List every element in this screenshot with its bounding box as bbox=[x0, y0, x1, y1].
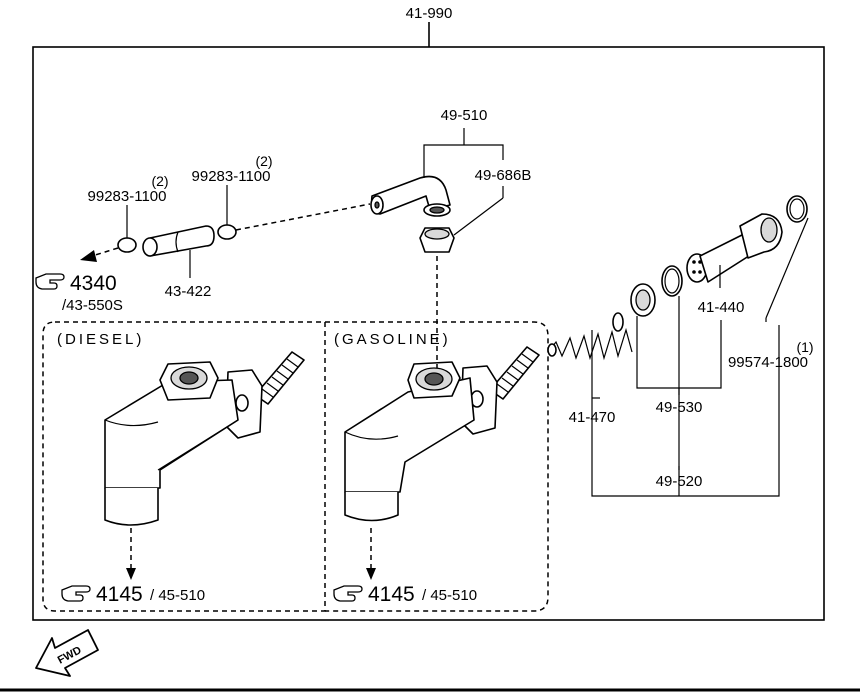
diesel-ref-sub: / 45-510 bbox=[150, 587, 205, 604]
hose-direction-arrow bbox=[80, 250, 97, 262]
assembly-number: 41-990 bbox=[406, 5, 453, 22]
label-49-520: 49-520 bbox=[656, 473, 703, 490]
gasoline-box bbox=[325, 321, 549, 612]
gasoline-port-body bbox=[344, 346, 540, 522]
label-oring-qty: (1) bbox=[796, 339, 813, 355]
valve-plunger bbox=[686, 213, 783, 283]
diesel-box bbox=[42, 321, 326, 612]
label-43-422: 43-422 bbox=[165, 283, 212, 300]
diesel-down-arrow bbox=[126, 568, 136, 580]
ref-4340: 4340 bbox=[70, 272, 117, 295]
hose-clamp-left bbox=[117, 205, 137, 253]
oring-49-520 bbox=[661, 265, 683, 297]
label-clamp-right: 99283-1100 bbox=[192, 168, 271, 185]
fwd-arrow-icon: FWD bbox=[35, 629, 99, 677]
label-clamp-right-qty: (2) bbox=[255, 153, 272, 169]
gasoline-ref-sub: / 45-510 bbox=[422, 587, 477, 604]
label-41-470: 41-470 bbox=[569, 409, 616, 426]
pointing-hand-icon bbox=[61, 585, 91, 602]
label-49-530: 49-530 bbox=[656, 399, 703, 416]
label-clamp-left-qty: (2) bbox=[151, 173, 168, 189]
label-41-440: 41-440 bbox=[698, 299, 745, 316]
label-49-510: 49-510 bbox=[441, 107, 488, 124]
oring-99574 bbox=[786, 195, 808, 223]
leader-lines bbox=[423, 128, 809, 497]
union-nut bbox=[419, 227, 455, 253]
vacuum-hose bbox=[142, 225, 215, 257]
label-99574-1800: 99574-1800 bbox=[728, 354, 808, 371]
hose-clamp-right bbox=[217, 185, 237, 240]
pointing-hand-icon bbox=[35, 273, 65, 290]
gasoline-label: (GASOLINE) bbox=[334, 331, 451, 348]
diesel-ref-main: 4145 bbox=[96, 583, 143, 606]
spring bbox=[547, 312, 633, 361]
label-clamp-left: 99283-1100 bbox=[88, 188, 167, 205]
seal-49-530 bbox=[630, 283, 656, 317]
gasoline-down-arrow bbox=[366, 568, 376, 580]
assembly-frame bbox=[32, 22, 825, 621]
pointing-hand-icon bbox=[333, 585, 363, 602]
label-49-686b: 49-686B bbox=[475, 167, 532, 184]
diesel-label: (DIESEL) bbox=[57, 331, 144, 348]
gasoline-ref-main: 4145 bbox=[368, 583, 415, 606]
diesel-port-body bbox=[104, 351, 305, 526]
ref-43-550s: /43-550S bbox=[62, 297, 123, 314]
angled-nozzle bbox=[370, 175, 451, 217]
